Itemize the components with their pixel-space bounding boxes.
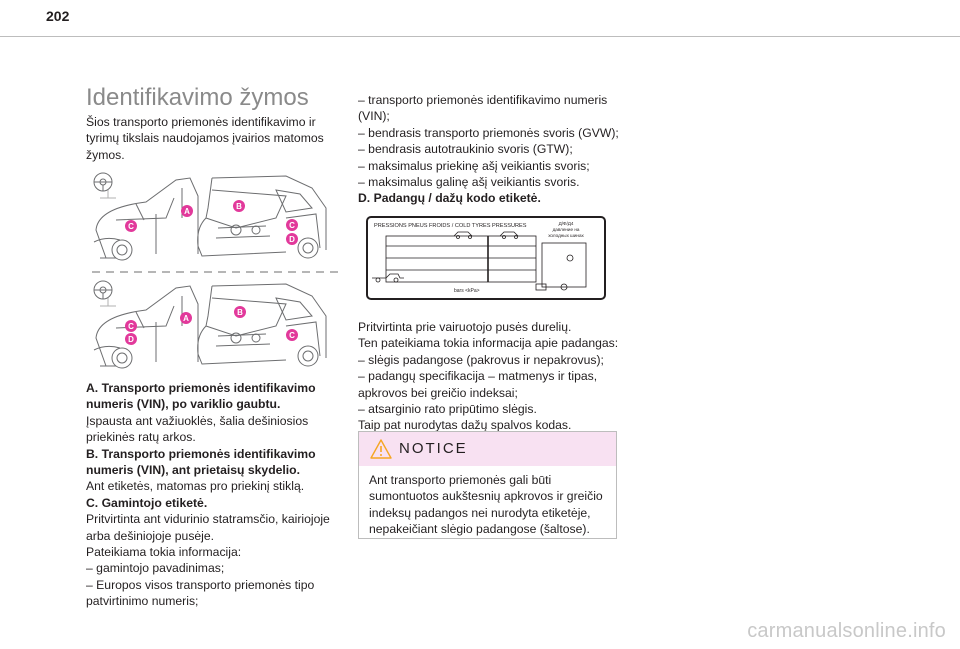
text-line: – transporto priemonės identifikavimo nu… [358, 93, 608, 107]
marker-b-bottom: B [234, 306, 246, 318]
footer-watermark: carmanualsonline.info [747, 620, 946, 642]
intro-line: žymos. [86, 147, 125, 162]
marker-b-top: B [233, 200, 245, 212]
intro-paragraph: Šios transporto priemonės identifikavimo… [86, 114, 326, 163]
text-line: (VIN); [358, 109, 390, 124]
notice-line: Ant transporto priemonės gali būti [369, 473, 552, 487]
text-line: – padangų specifikacija – matmenys ir ti… [358, 369, 598, 384]
marker-label: A [183, 314, 189, 323]
marker-c-bottom-left: C [125, 320, 137, 332]
marker-d-bottom: D [125, 333, 137, 345]
text-line: A. Transporto priemonės identifikavimo [86, 381, 316, 395]
notice-line: nepakeičiant slėgio padangose (šaltose). [369, 522, 590, 537]
marker-label: C [128, 322, 134, 331]
text-line: arba dešiniojoje pusėje. [86, 528, 215, 543]
notice-text: Ant transporto priemonės gali būti sumon… [369, 472, 609, 538]
label-cyrillic-line: холодных шинах [548, 233, 584, 238]
text-line: numeris (VIN), ant prietaisų skydelio. [86, 463, 301, 478]
text-line: C. Gamintojo etiketė. [86, 495, 208, 510]
text-line: – bendrasis transporto priemonės svoris … [358, 125, 619, 140]
marker-a-bottom: A [180, 312, 192, 324]
page-number: 202 [46, 8, 70, 24]
text-line: apkrovos bei greičio indeksai; [358, 385, 518, 400]
text-line: priekinės ratų arkos. [86, 430, 196, 445]
marker-label: C [289, 221, 295, 230]
tyre-pressure-label-figure: PRESSIONS PNEUS FROIDS / COLD TYRES PRES… [366, 216, 606, 300]
notice-line: indeksų padangos nei nurodyta etiketėje, [369, 505, 591, 520]
marker-label: D [289, 235, 295, 244]
header-rule [0, 36, 960, 37]
text-line: – bendrasis autotraukinio svoris (GTW); [358, 142, 573, 157]
marker-label: B [236, 202, 242, 211]
notice-box: NOTICE Ant transporto priemonės gali būt… [358, 431, 617, 539]
label-cyrillic-line: Д/Ф/Д4 [559, 221, 574, 226]
text-line: numeris (VIN), po variklio gaubtu. [86, 397, 281, 412]
marker-c-top-left: C [125, 220, 137, 232]
marker-c-top-right: C [286, 219, 298, 231]
text-line: Ant etiketės, matomas pro priekinį stikl… [86, 479, 305, 494]
marker-a-top: A [181, 205, 193, 217]
text-line: – maksimalus priekinę ašį veikiantis svo… [358, 158, 590, 173]
marker-label: D [128, 335, 134, 344]
label-units: bars <kPa> [454, 288, 480, 294]
text-line: – atsarginio rato pripūtimo slėgis. [358, 402, 537, 417]
marker-label: C [289, 331, 295, 340]
figure-separator [92, 271, 338, 273]
text-line: Pritvirtinta ant vidurinio statramsčio, … [86, 512, 330, 527]
notice-header: NOTICE [359, 432, 616, 466]
marker-c-bottom-right: C [286, 329, 298, 341]
text-line: – maksimalus galinę ašį veikiantis svori… [358, 175, 580, 190]
manufacturer-label-details: – transporto priemonės identifikavimo nu… [358, 92, 623, 207]
notice-line: sumontuotos aukštesnių apkrovos ir greič… [369, 489, 603, 504]
text-line: Taip pat nurodytas dažų spalvos kodas. [358, 418, 572, 433]
text-line: Įspausta ant važiuoklės, šalia dešiniosi… [86, 413, 309, 428]
intro-line: tyrimų tikslais naudojamos įvairios mato… [86, 131, 324, 146]
text-line: Ten pateikiama tokia informacija apie pa… [358, 336, 619, 351]
identification-descriptions: A. Transporto priemonės identifikavimo nu… [86, 380, 331, 610]
tyre-label-details: Pritvirtinta prie vairuotojo pusės durel… [358, 319, 623, 434]
warning-icon [370, 439, 392, 459]
label-header: PRESSIONS PNEUS FROIDS / COLD TYRES PRES… [374, 223, 527, 229]
text-line: B. Transporto priemonės identifikavimo [86, 446, 316, 461]
marker-label: A [184, 207, 190, 216]
text-line: patvirtinimo numeris; [86, 594, 199, 609]
label-cyrillic-line: давление на [553, 227, 580, 232]
vehicle-illustration-top: A B C C D [93, 172, 327, 261]
text-line: – slėgis padangose (pakrovus ir nepakrov… [358, 352, 604, 367]
page-title: Identifikavimo žymos [86, 84, 309, 111]
text-line: Pateikiama tokia informacija: [86, 545, 242, 560]
marker-label: C [128, 222, 134, 231]
intro-line: Šios transporto priemonės identifikavimo… [86, 115, 316, 129]
text-line: – gamintojo pavadinimas; [86, 561, 225, 576]
text-line: Pritvirtinta prie vairuotojo pusės durel… [358, 320, 572, 334]
marker-label: B [237, 308, 243, 317]
vehicle-illustration-bottom: A B C D C [93, 280, 327, 369]
notice-title: NOTICE [399, 440, 468, 457]
text-line: D. Padangų / dažų kodo etiketė. [358, 191, 541, 206]
marker-d-top: D [286, 233, 298, 245]
text-line: – Europos visos transporto priemonės tip… [86, 577, 315, 592]
